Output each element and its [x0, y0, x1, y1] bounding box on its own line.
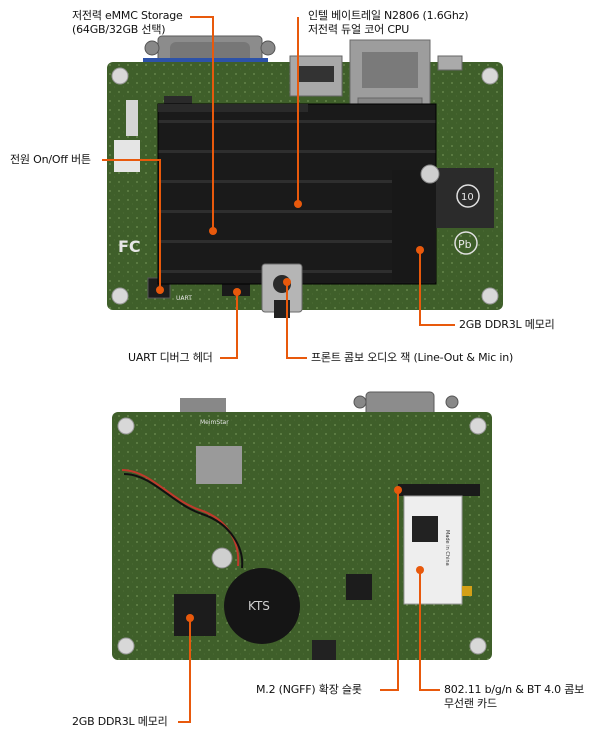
- emmc-label: 저전력 eMMC Storage (64GB/32GB 선택): [72, 9, 183, 37]
- cpu-label: 인텔 베이트레일 N2806 (1.6Ghz) 저전력 듀얼 코어 CPU: [308, 9, 469, 37]
- wifi-label: 802.11 b/g/n & BT 4.0 콤보 무선랜 카드: [444, 683, 584, 711]
- pb-mark: Pb: [458, 238, 472, 251]
- callout-dots: [156, 200, 424, 622]
- wifi-card-text: Made in China: [444, 530, 450, 566]
- m2-callout-line: [380, 490, 399, 691]
- uart-callout-dot: [233, 288, 241, 296]
- m2-label: M.2 (NGFF) 확장 슬롯: [256, 683, 362, 697]
- emmc-label-line2: (64GB/32GB 선택): [72, 23, 166, 36]
- fc-mark: FC: [118, 237, 141, 256]
- m2-label-text: M.2 (NGFF) 확장 슬롯: [256, 683, 362, 696]
- emmc-callout-dot: [209, 227, 217, 235]
- ram-bottom-callout-dot: [186, 614, 194, 622]
- cpu-label-line2: 저전력 듀얼 코어 CPU: [308, 23, 410, 36]
- wifi-label-line2: 무선랜 카드: [444, 697, 497, 710]
- callout-lines: [102, 16, 455, 723]
- ram-top-callout-dot: [416, 246, 424, 254]
- ram-top-label-text: 2GB DDR3L 메모리: [459, 318, 555, 331]
- cpu-label-line1: 인텔 베이트레일 N2806 (1.6Ghz): [308, 9, 469, 22]
- ten-mark: 10: [461, 192, 474, 203]
- audio-callout-line: [286, 282, 307, 359]
- power-label-text: 전원 On/Off 버튼: [10, 153, 91, 166]
- ram-bottom-label: 2GB DDR3L 메모리: [72, 715, 168, 729]
- top-board: FC Pb 10 UART: [107, 35, 503, 318]
- audio-label: 프론트 콤보 오디오 잭 (Line-Out & Mic in): [311, 351, 513, 365]
- uart-label-text: UART 디버그 헤더: [128, 351, 213, 364]
- ram-top-callout-line: [419, 250, 455, 326]
- wifi-card: [403, 495, 463, 605]
- audio-label-text: 프론트 콤보 오디오 잭 (Line-Out & Mic in): [311, 351, 514, 364]
- cmos-battery: [224, 568, 300, 644]
- emmc-callout-line: [190, 16, 214, 231]
- m2-callout-dot: [394, 486, 402, 494]
- ram-chip-bottom: [174, 594, 216, 636]
- uart-label: UART 디버그 헤더: [128, 351, 213, 365]
- ram-bottom-callout-line: [178, 618, 191, 723]
- wifi-label-line1: 802.11 b/g/n & BT 4.0 콤보: [444, 683, 585, 696]
- ram-bottom-label-text: 2GB DDR3L 메모리: [72, 715, 168, 728]
- battery-label: KTS: [248, 599, 270, 613]
- m2-slot: [398, 484, 480, 496]
- power-callout-line: [102, 159, 161, 290]
- uart-silk: UART: [176, 295, 192, 302]
- uart-callout-line: [220, 292, 238, 359]
- power-callout-dot: [156, 286, 164, 294]
- brand-bottom: MeimStar: [200, 419, 229, 426]
- bottom-board: KTS Made in China MeimStar: [112, 391, 492, 660]
- ram-top-label: 2GB DDR3L 메모리: [459, 318, 555, 332]
- power-label: 전원 On/Off 버튼: [10, 153, 91, 167]
- cpu-callout-dot: [294, 200, 302, 208]
- emmc-label-line1: 저전력 eMMC Storage: [72, 9, 183, 22]
- wifi-callout-dot: [416, 566, 424, 574]
- wifi-callout-line: [419, 570, 440, 691]
- audio-callout-dot: [283, 278, 291, 286]
